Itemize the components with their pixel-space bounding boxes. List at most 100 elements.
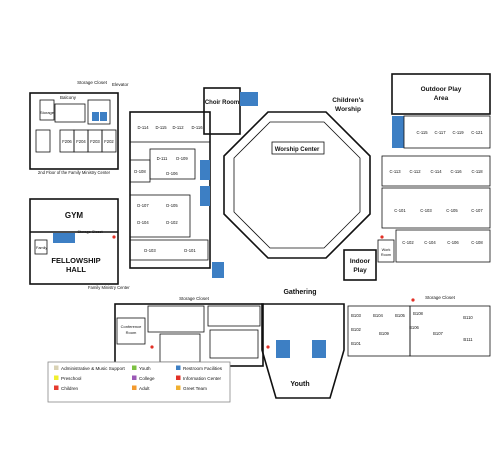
worship-center-label: Worship Center <box>275 147 320 153</box>
admin-offices-top <box>147 305 205 333</box>
legend-label: College <box>139 376 155 381</box>
room-label: C-106 <box>447 240 459 245</box>
d-mid-block-3 <box>129 194 191 238</box>
room-label: C-117 <box>434 130 446 135</box>
legend-swatch <box>176 385 181 390</box>
indoor-play-label-1: Indoor <box>350 258 371 265</box>
conference-room-label-2: Room <box>126 330 137 335</box>
room-label: C-112 <box>409 169 421 174</box>
room-f202 <box>101 129 117 153</box>
info-center-dot <box>411 298 415 302</box>
info-center-dot <box>150 345 154 349</box>
storage-room-2f <box>39 99 55 121</box>
legend-items: Administrative & Music SupportPreschoolC… <box>54 365 223 391</box>
room-label: C-115 <box>416 130 428 135</box>
conference-room <box>116 317 146 345</box>
childrens-worship-label-2: Worship <box>335 106 361 113</box>
room-label: B105 <box>395 313 405 318</box>
legend-swatch <box>132 375 137 380</box>
room-label: D-101 <box>184 248 196 253</box>
gym-fellowship-plan: GYM FELLOWSHIP HALL Storage Closet Famil… <box>29 198 130 290</box>
legend-swatch <box>132 385 137 390</box>
info-center-dot <box>266 345 270 349</box>
room-label: D-114 <box>137 125 149 130</box>
info-center-dot <box>112 235 116 239</box>
worship-center-outline <box>223 111 371 259</box>
restroom-c-1 <box>392 116 404 148</box>
room-label: C-105 <box>446 208 458 213</box>
d-wing-outline <box>129 111 211 269</box>
b-purple-block <box>409 305 491 357</box>
admin-offices-bottom-right <box>209 329 259 359</box>
room-label: D-105 <box>166 203 178 208</box>
room-label: C-107 <box>471 208 483 213</box>
work-room-label-1: Work <box>382 248 391 252</box>
restroom-2f-a <box>92 112 99 121</box>
c-red-mid <box>381 155 491 187</box>
d-top-block <box>129 111 211 143</box>
storage-closet-b-label: Storage Closet <box>425 295 456 300</box>
storage-label-2f: Storage <box>40 110 55 115</box>
d-wing: D-114 D-115 D-112 D-116 D-111 D-109 D-10… <box>129 111 224 278</box>
legend-label: Administrative & Music Support <box>61 366 126 371</box>
stair-elevator-block <box>87 99 111 125</box>
room-label: D-108 <box>134 169 146 174</box>
gym-outline <box>29 198 119 285</box>
admin-wing: Conference Room Storage Closet <box>114 296 270 367</box>
choir-room-area: Choir Room <box>203 87 258 135</box>
room-label: F204 <box>76 139 86 144</box>
restroom-d-1 <box>200 160 210 180</box>
balcony-label: Balcony <box>60 95 77 100</box>
second-floor-outline <box>29 92 119 170</box>
indoor-play-room <box>343 249 377 281</box>
d-bottom-block <box>129 239 209 261</box>
restroom-youth-2 <box>312 340 326 358</box>
legend-label: Children <box>61 386 79 391</box>
b-wing: B103 B104 B105 B102 B109 B101 B108 B110 … <box>347 295 491 357</box>
storage-closet-2f-label: Storage Closet <box>77 80 108 85</box>
legend: Administrative & Music SupportPreschoolC… <box>47 361 231 403</box>
room-label: B110 <box>463 315 473 320</box>
admin-offices-bottom <box>159 333 201 363</box>
room-label: C-101 <box>394 208 406 213</box>
room-label: B102 <box>351 327 361 332</box>
room-label: B107 <box>433 331 443 336</box>
stairs-2f <box>35 129 51 153</box>
room-label: B106 <box>409 325 419 330</box>
second-floor-plan: F206 F204 F203 F202 Storage Closet Eleva… <box>29 80 129 175</box>
room-label: F203 <box>90 139 100 144</box>
legend-label: Youth <box>139 366 151 371</box>
hall-label: HALL <box>66 265 86 274</box>
room-label: C-108 <box>471 240 483 245</box>
worship-center: Worship Center <box>223 111 371 259</box>
restroom-2f-b <box>100 112 107 121</box>
legend-swatch <box>132 365 137 370</box>
room-label: B111 <box>463 337 473 342</box>
family-room <box>34 239 48 255</box>
room-label: D-103 <box>144 248 156 253</box>
legend-label: Preschool <box>61 376 81 381</box>
info-center-dot <box>380 235 384 239</box>
legend-swatch <box>54 385 59 390</box>
legend-swatch <box>54 375 59 380</box>
work-room <box>377 239 395 263</box>
restroom-d-2 <box>200 186 210 206</box>
room-label: C-119 <box>452 130 464 135</box>
room-label: C-114 <box>430 169 442 174</box>
legend-label: Information Center <box>183 376 222 381</box>
legend-swatch <box>54 365 59 370</box>
restroom-gym <box>53 233 75 243</box>
room-label: D-112 <box>172 125 184 130</box>
family-ministry-center-label: Family Ministry Center <box>88 285 130 290</box>
room-label: B101 <box>351 341 361 346</box>
restroom-choir <box>240 92 258 106</box>
balcony-area <box>54 103 86 123</box>
children-wing: Children's Worship Outdoor Play Area C-1… <box>332 73 491 281</box>
family-label: Family <box>36 246 47 250</box>
room-label: C-118 <box>471 169 483 174</box>
room-label: C-104 <box>424 240 436 245</box>
room-label: C-121 <box>471 130 483 135</box>
room-label: B109 <box>379 331 389 336</box>
outdoor-play-label-1: Outdoor Play <box>421 86 462 93</box>
